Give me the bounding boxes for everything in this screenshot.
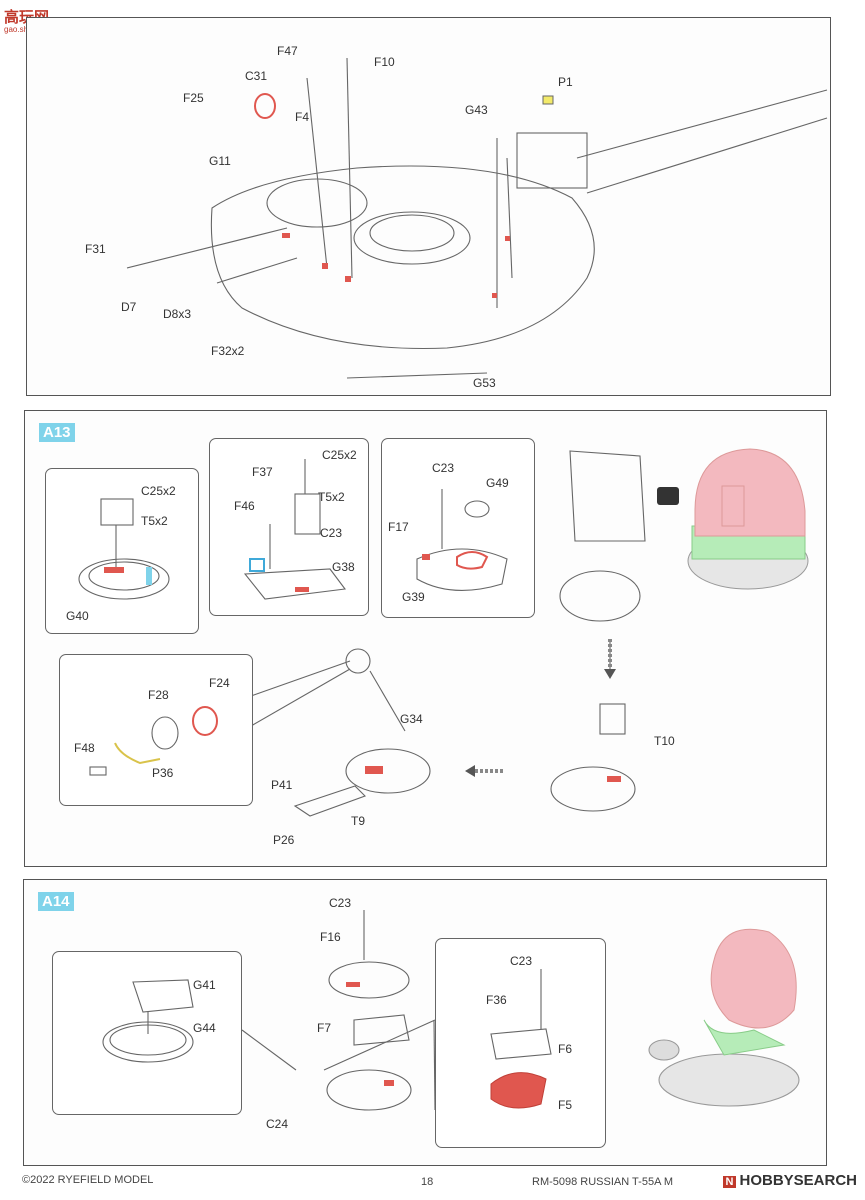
a14-main-drawing <box>241 910 800 1111</box>
swap-arrow-icon <box>657 487 679 505</box>
copyright: ©2022 RYEFIELD MODEL <box>22 1174 154 1186</box>
a14-subassembly-2: C23 F36 F6 F5 <box>435 938 606 1148</box>
part-label: F16 <box>320 930 341 944</box>
part-label: F4 <box>295 110 310 124</box>
part-label: G41 <box>193 978 216 992</box>
part-label: P26 <box>273 833 295 847</box>
part-label: T5x2 <box>141 514 168 528</box>
a13-subassembly-1: C25x2 T5x2 G40 <box>45 468 199 634</box>
step-tag-a13: A13 <box>39 423 75 442</box>
step-a14-panel: A14 G41 G44 <box>23 879 827 1166</box>
part-label: C25x2 <box>322 448 357 462</box>
part-label: C23 <box>510 954 533 968</box>
part-label: F37 <box>252 465 273 479</box>
part-label: F24 <box>209 676 230 690</box>
part-label: F46 <box>234 499 255 513</box>
part-label: D7 <box>121 300 137 314</box>
part-label: C23 <box>329 896 352 910</box>
part-label: G49 <box>486 476 509 490</box>
part-label: F28 <box>148 688 169 702</box>
part-label: G34 <box>400 712 423 726</box>
page-number: 18 <box>421 1176 434 1188</box>
part-label: G44 <box>193 1021 216 1035</box>
ring-drawing <box>78 498 170 600</box>
part-label: G43 <box>465 103 488 117</box>
part-label: G39 <box>402 590 425 604</box>
brand-logo: N <box>722 1176 737 1188</box>
a13-detail-box: F24 F28 F48 P36 <box>59 654 253 806</box>
part-label: T9 <box>351 814 366 828</box>
top-assembly-panel: F47 F10 C31 F25 P1 F4 G43 G11 F31 D7 D8x… <box>26 17 831 396</box>
part-label: T10 <box>654 734 675 748</box>
part-label: F7 <box>317 1021 332 1035</box>
part-label: P1 <box>558 75 573 89</box>
part-label: F5 <box>558 1098 573 1112</box>
part-label: P41 <box>271 778 293 792</box>
a14-subassembly-1: G41 G44 <box>52 951 242 1115</box>
part-label: C25x2 <box>141 484 176 498</box>
hatch-lid-drawing <box>490 969 552 1109</box>
step-tag-a14: A14 <box>38 892 74 911</box>
part-label: F36 <box>486 993 507 1007</box>
a13-subassembly-3: C23 G49 F17 G39 <box>381 438 535 618</box>
part-label: C23 <box>432 461 455 475</box>
ring-drawing <box>102 979 194 1063</box>
part-label: G40 <box>66 609 89 623</box>
part-label: F32x2 <box>211 344 245 358</box>
product-code: RM-5098 RUSSIAN T-55A M <box>532 1176 674 1188</box>
part-label: P36 <box>152 766 174 780</box>
plate-drawing <box>416 489 508 591</box>
part-label: D8x3 <box>163 307 192 321</box>
part-label: F6 <box>558 1042 573 1056</box>
part-label: F10 <box>374 55 395 69</box>
cupola-detail-drawing <box>89 706 218 776</box>
part-label: C24 <box>266 1117 289 1131</box>
hatch-base-drawing <box>243 459 347 600</box>
part-label: F17 <box>388 520 409 534</box>
part-label: F31 <box>85 242 106 256</box>
part-label: C23 <box>320 526 343 540</box>
a13-subassembly-2: C25x2 F37 T5x2 F46 C23 G38 <box>209 438 369 616</box>
part-label: T5x2 <box>318 490 345 504</box>
a13-main-drawing <box>250 448 809 817</box>
part-label: G11 <box>209 154 231 168</box>
brand-name: HOBBYSEARCH <box>739 1172 857 1189</box>
part-label: F25 <box>183 91 204 105</box>
part-label: G53 <box>473 376 496 390</box>
part-label: G38 <box>332 560 355 574</box>
turret-drawing <box>126 57 828 379</box>
part-label: F48 <box>74 741 95 755</box>
part-label: C31 <box>245 69 268 83</box>
part-label: F47 <box>277 44 298 58</box>
step-a13-panel: A13 C25x2 T5x2 G40 <box>24 410 827 867</box>
